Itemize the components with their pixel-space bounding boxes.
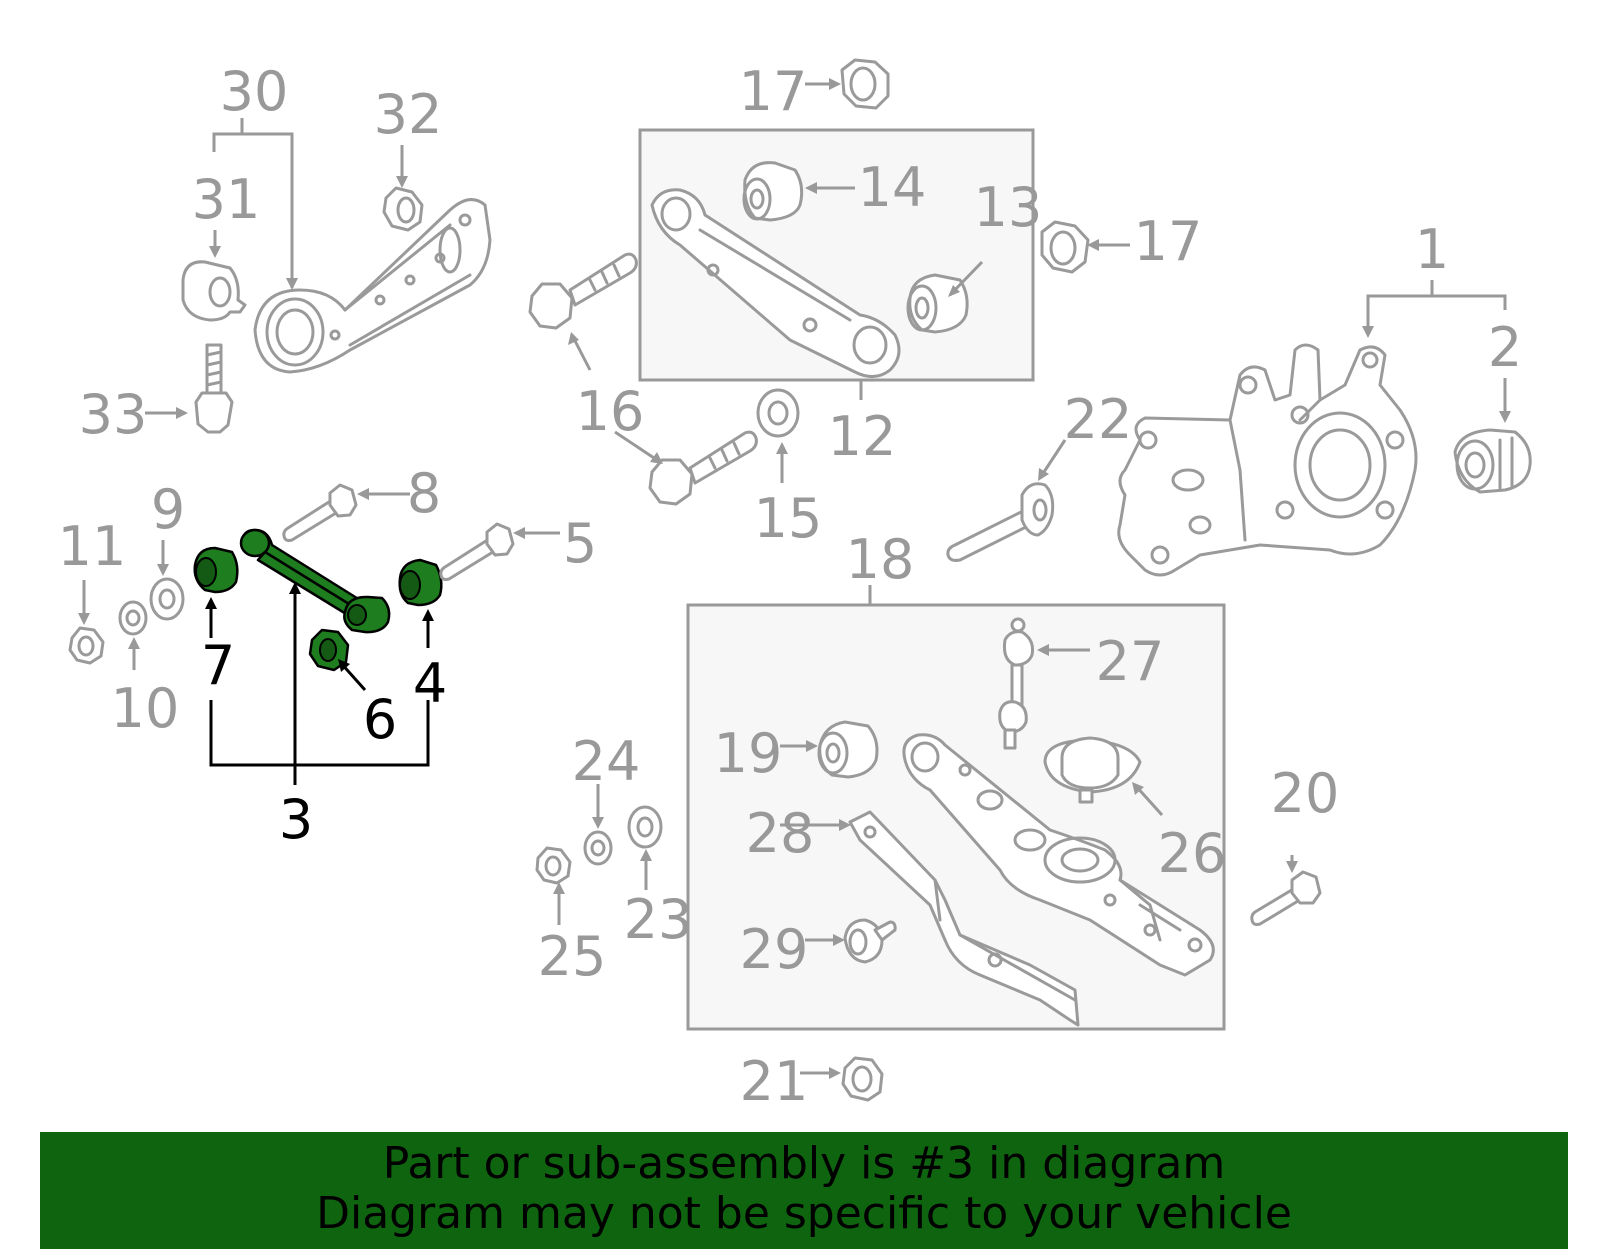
part-1-knuckle: [1117, 343, 1418, 577]
callout-2: 2: [1488, 316, 1522, 379]
callout-25: 25: [538, 925, 607, 988]
part-28-bracket: [848, 810, 1080, 1027]
callout-12: 12: [828, 405, 897, 468]
part-25-nut: [535, 846, 572, 885]
part-21-nut: [841, 1056, 884, 1102]
callout-33: 33: [79, 383, 148, 446]
callout-8: 8: [407, 462, 441, 525]
part-26-spring-seat: [1043, 736, 1142, 804]
callout-28: 28: [746, 802, 815, 865]
part-5-bolt: [439, 522, 515, 581]
part-8-bolt: [282, 483, 358, 542]
part-4-bushing: [398, 558, 443, 607]
part-32-nut: [382, 186, 424, 232]
part-31-bushing: [181, 260, 247, 322]
callout-4: 4: [413, 652, 447, 715]
part-27-stabilizer-link: [998, 617, 1034, 750]
callout-26: 26: [1158, 822, 1227, 885]
callout-27: 27: [1096, 630, 1165, 693]
callout-6: 6: [363, 688, 397, 751]
part-15-washer: [756, 388, 800, 438]
part-17-nut-right: [1040, 220, 1090, 274]
part-7-bushing: [193, 546, 239, 594]
part-2-bushing: [1453, 428, 1532, 494]
leader-arrowheads: [78, 78, 1511, 1079]
callout-3: 3: [279, 788, 313, 851]
callout-23: 23: [624, 888, 693, 951]
callout-15: 15: [754, 487, 823, 550]
callout-5: 5: [563, 512, 597, 575]
part-33-bolt: [194, 343, 234, 434]
part-24-washer: [583, 830, 613, 866]
callout-11: 11: [58, 515, 127, 578]
callout-7: 7: [201, 634, 235, 697]
part-30-trailing-arm: [253, 198, 492, 374]
part-16-bolt-lower: [648, 430, 758, 506]
callout-14: 14: [858, 156, 927, 219]
part-20-bolt: [1250, 870, 1322, 926]
callout-29: 29: [740, 918, 809, 981]
callout-10: 10: [111, 677, 180, 740]
part-29-bolt: [843, 918, 897, 964]
part-18-lower-arm: [902, 733, 1215, 977]
info-banner: Part or sub-assembly is #3 in diagram Di…: [40, 1132, 1568, 1249]
callout-22: 22: [1064, 388, 1133, 451]
part-10-washer: [118, 600, 148, 636]
part-14-bushing: [742, 161, 804, 222]
part-17-nut-top: [840, 58, 890, 110]
part-19-bushing: [817, 720, 879, 779]
part-11-nut: [68, 626, 105, 665]
callout-9: 9: [151, 478, 185, 541]
callout-21: 21: [740, 1050, 809, 1113]
callout-17-right: 17: [1134, 210, 1203, 273]
banner-line-2: Diagram may not be specific to your vehi…: [316, 1188, 1292, 1239]
callout-20: 20: [1271, 762, 1340, 825]
callout-24: 24: [572, 730, 641, 793]
part-16-bolt-upper: [528, 252, 638, 330]
highlight-arrowheads: [205, 582, 434, 672]
callout-16: 16: [576, 380, 645, 443]
callout-30: 30: [220, 60, 289, 123]
callout-32: 32: [374, 83, 443, 146]
part-3-lateral-link: [239, 528, 391, 634]
callout-18: 18: [846, 528, 915, 591]
callout-31: 31: [192, 168, 261, 231]
callout-19: 19: [714, 722, 783, 785]
part-13-bushing: [906, 273, 969, 334]
part-9-washer: [149, 577, 185, 621]
part-23-washer: [627, 805, 663, 849]
part-12-control-arm: [650, 188, 901, 378]
callout-1: 1: [1415, 218, 1449, 281]
callout-13: 13: [974, 176, 1043, 239]
part-22-bolt: [946, 482, 1055, 562]
highlight-leader-lines: [209, 585, 430, 785]
banner-line-1: Part or sub-assembly is #3 in diagram: [382, 1138, 1226, 1189]
callout-17-top: 17: [739, 60, 808, 123]
